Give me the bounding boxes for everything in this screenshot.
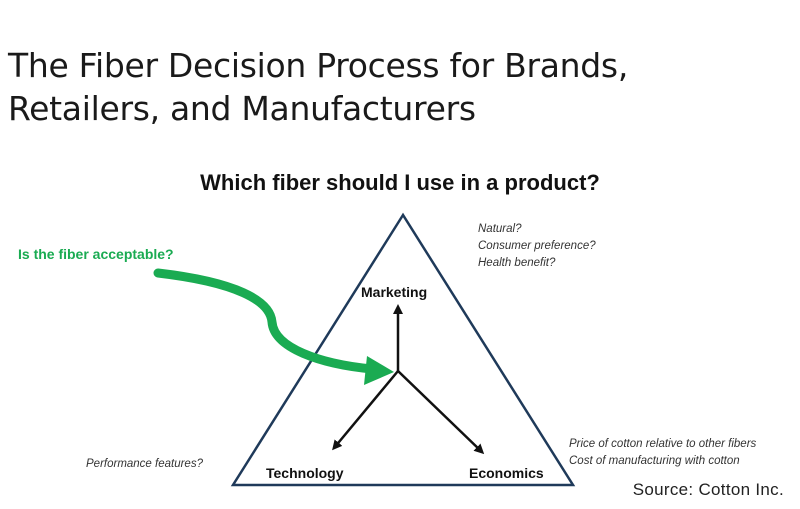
page-title: The Fiber Decision Process for Brands, R…	[8, 44, 788, 130]
decision-triangle	[230, 212, 576, 487]
economics-note: Price of cotton relative to other fibers	[569, 438, 757, 450]
marketing-notes: Natural? Consumer preference? Health ben…	[478, 221, 596, 272]
node-technology: Technology	[266, 465, 344, 481]
diagram-question: Which fiber should I use in a product?	[200, 170, 600, 195]
page-title-line-1: The Fiber Decision Process for Brands,	[8, 46, 629, 85]
technology-note: Performance features?	[86, 458, 203, 470]
acceptance-curve-arrow	[153, 268, 377, 374]
node-marketing: Marketing	[361, 284, 428, 300]
economics-notes: Price of cotton relative to other fibers…	[569, 436, 756, 470]
acceptance-question: Is the fiber acceptable?	[18, 246, 174, 262]
page-title-line-2: Retailers, and Manufacturers	[8, 89, 476, 128]
technology-notes: Performance features?	[86, 456, 203, 473]
arrow-to-technology	[332, 370, 399, 451]
node-economics: Economics	[469, 465, 544, 481]
marketing-note: Health benefit?	[478, 257, 556, 269]
marketing-note: Natural?	[478, 223, 522, 235]
acceptance-arrowhead	[364, 356, 394, 385]
marketing-note: Consumer preference?	[478, 240, 596, 252]
source-credit: Source: Cotton Inc.	[632, 480, 784, 499]
arrow-to-economics	[397, 370, 485, 455]
economics-note: Cost of manufacturing with cotton	[569, 455, 740, 467]
